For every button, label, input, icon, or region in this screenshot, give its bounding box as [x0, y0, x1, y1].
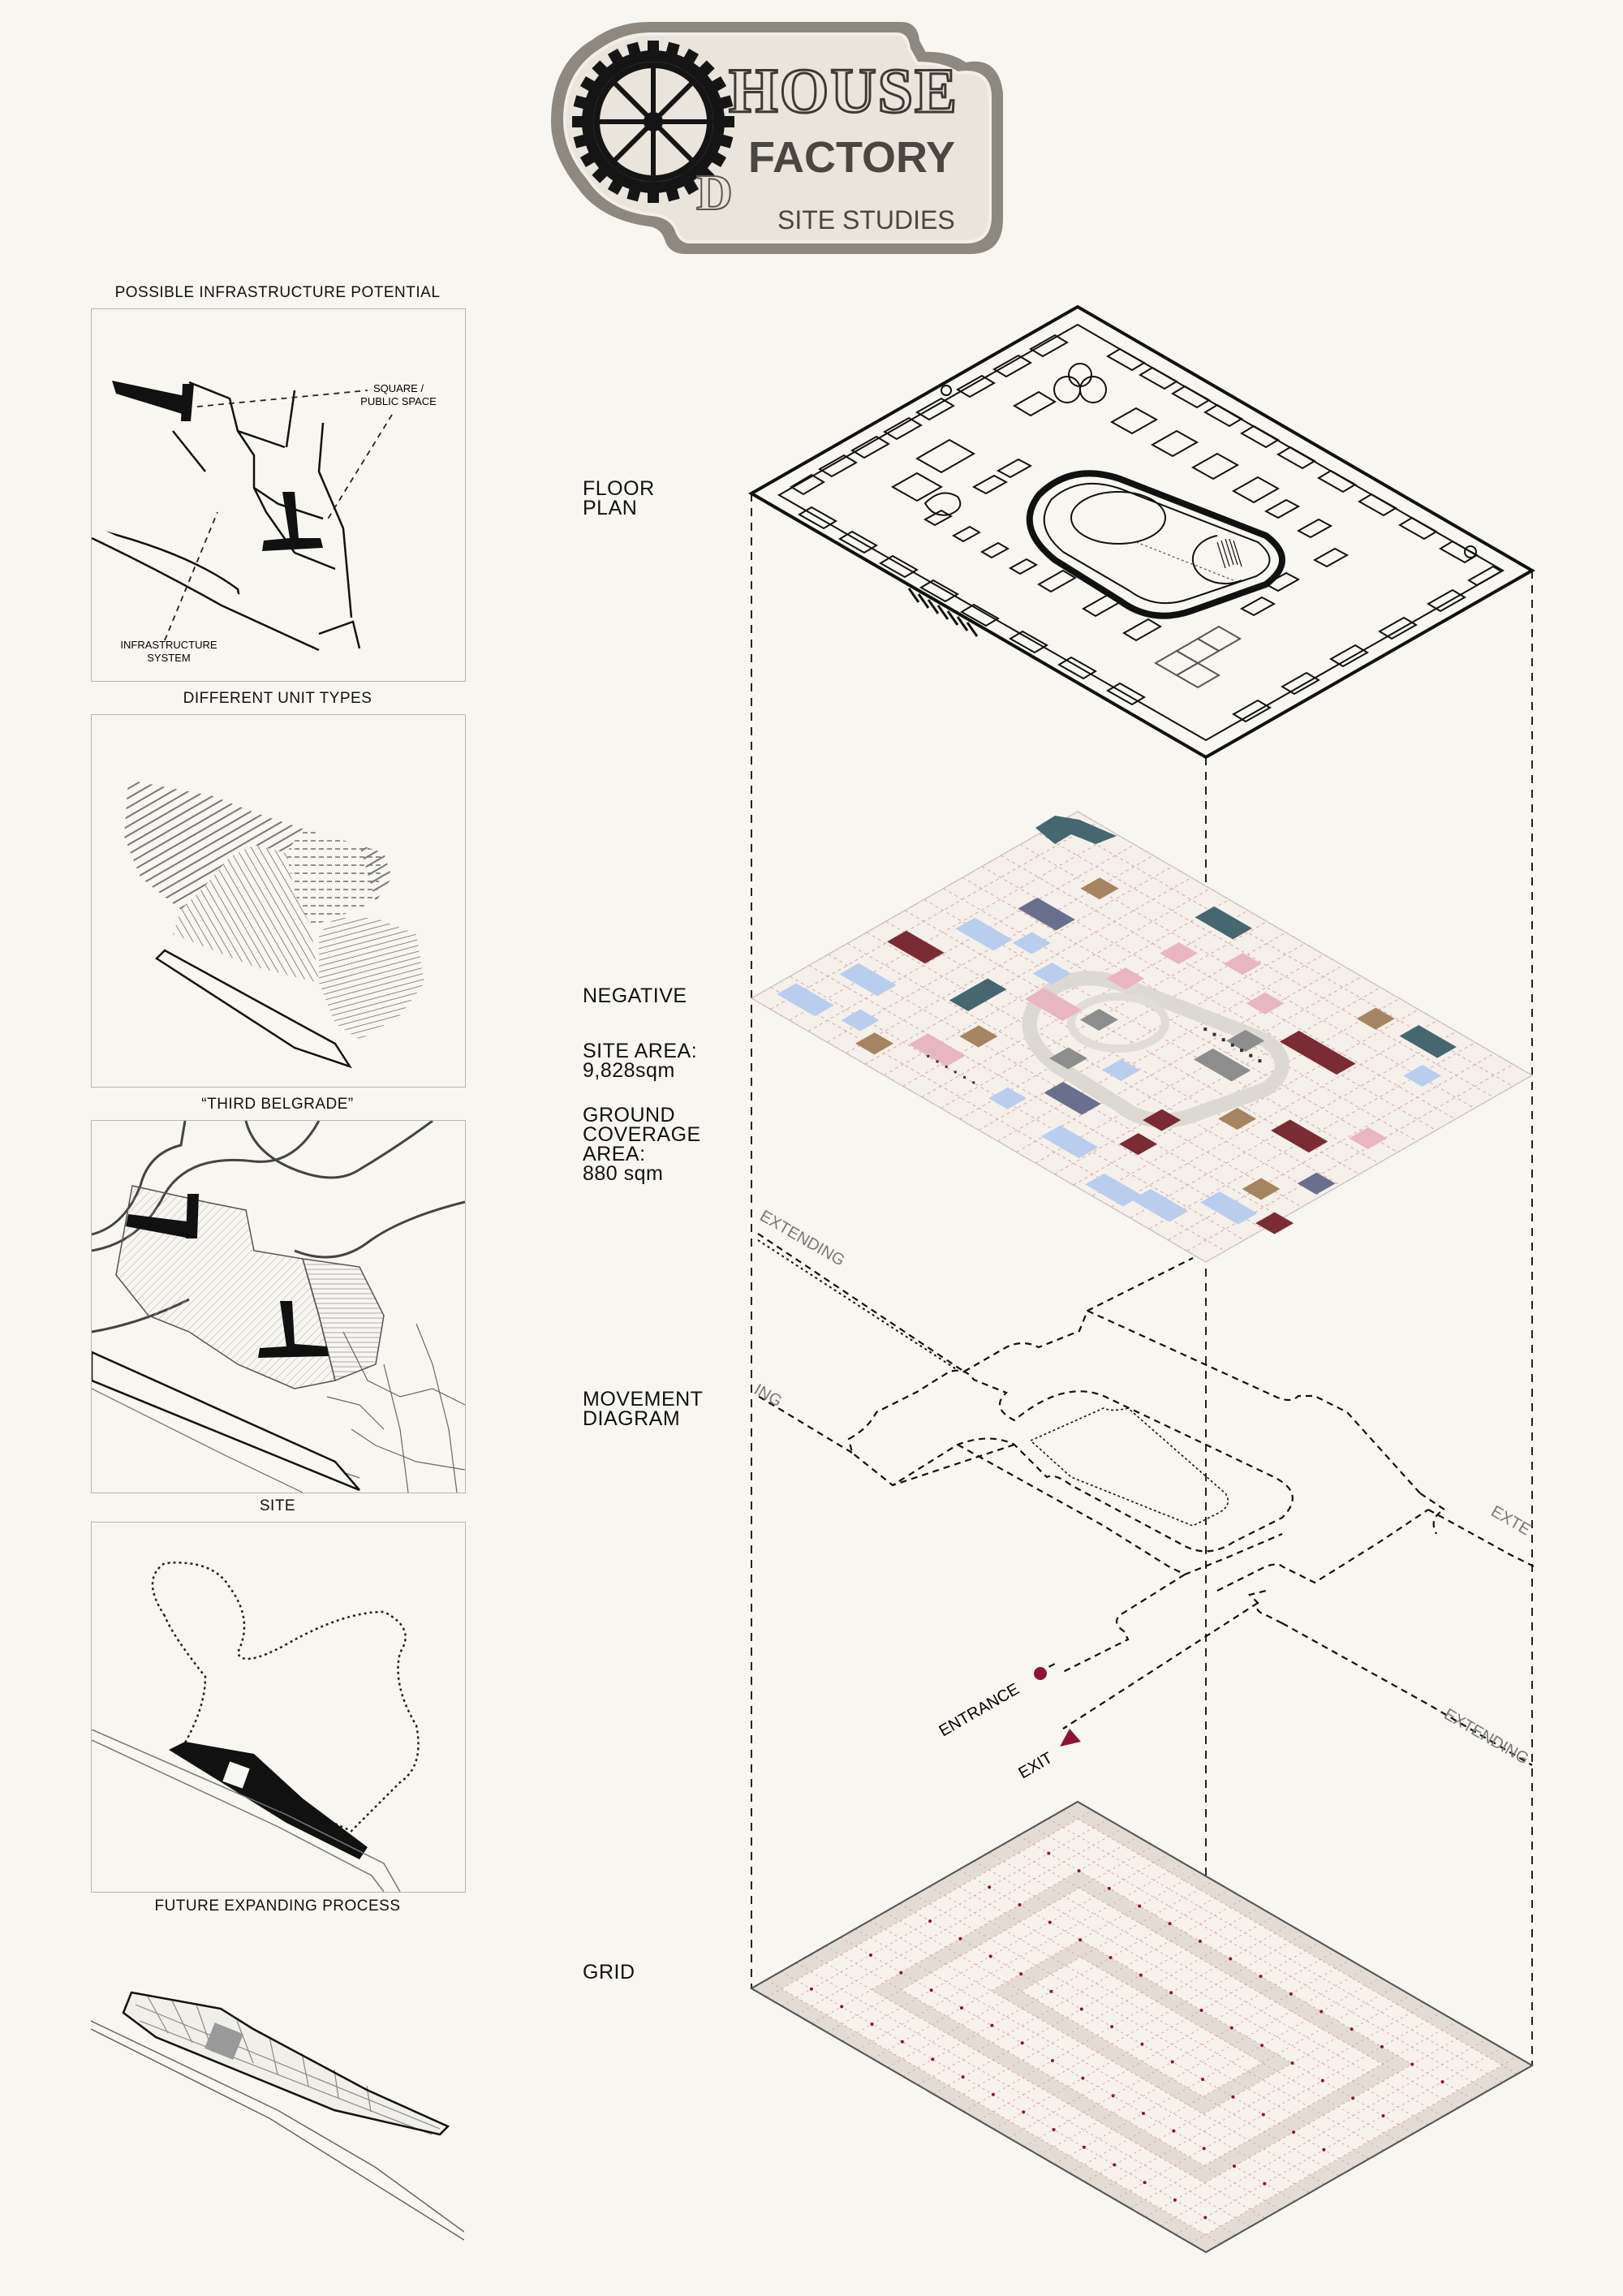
- logo-house: HOUSE: [729, 55, 958, 126]
- label-movement-diagram: MOVEMENT DIAGRAM: [583, 1388, 704, 1430]
- panel-unit-types: [91, 714, 466, 1088]
- movement-extending-left: ING: [751, 1381, 786, 1411]
- exit-arrow-icon: [1060, 1729, 1081, 1747]
- panel-title-belgrade: “THIRD BELGRADE”: [201, 1096, 354, 1113]
- label-square: SQUARE /: [373, 382, 424, 394]
- panel-title-infrastructure: POSSIBLE INFRASTRUCTURE POTENTIAL: [114, 284, 441, 301]
- logo-factory: FACTORY: [748, 133, 955, 182]
- panel-title-future: FUTURE EXPANDING PROCESS: [154, 1898, 401, 1915]
- gear-icon: [572, 41, 734, 203]
- floor-plan-layer: [747, 304, 1536, 760]
- logo: D HOUSE FACTORY SITE STUDIES: [550, 22, 1003, 254]
- label-system: SYSTEM: [147, 652, 190, 664]
- panel-title-unit-types: DIFFERENT UNIT TYPES: [183, 690, 372, 707]
- panel-future: [90, 1932, 465, 2289]
- panel-belgrade: [91, 1120, 466, 1493]
- movement-extending-right: EXTE: [1488, 1502, 1534, 1539]
- movement-extending-top: EXTENDING: [757, 1207, 848, 1269]
- grid-layer: [749, 1800, 1535, 2254]
- label-public-space: PUBLIC SPACE: [360, 395, 437, 407]
- movement-extra-lines: [757, 1239, 958, 1371]
- negative-layer: [750, 811, 1534, 1263]
- logo-letter-d: D: [696, 166, 733, 221]
- label-ground-coverage: GROUND COVERAGE AREA: 880 sqm: [583, 1104, 701, 1185]
- label-floor-plan: FLOOR PLAN: [583, 477, 655, 519]
- entrance-dot-icon: [1034, 1667, 1047, 1680]
- label-site-area: SITE AREA: 9,828sqm: [583, 1040, 698, 1082]
- panel-infrastructure: SQUARE / PUBLIC SPACE INFRASTRUCTURE SYS…: [91, 308, 466, 682]
- logo-subtitle: SITE STUDIES: [777, 205, 955, 235]
- panel-site: [91, 1522, 466, 1893]
- movement-entrance-label: ENTRANCE: [936, 1680, 1022, 1740]
- movement-extending-bottom: EXTENDING: [1441, 1705, 1532, 1768]
- movement-exit-label: EXIT: [1016, 1749, 1056, 1782]
- label-infrastructure: INFRASTRUCTURE: [120, 639, 217, 651]
- panel-title-site: SITE: [259, 1497, 296, 1514]
- label-negative: NEGATIVE: [583, 984, 687, 1007]
- label-grid: GRID: [583, 1961, 635, 1984]
- movement-layer: [757, 1233, 1535, 1766]
